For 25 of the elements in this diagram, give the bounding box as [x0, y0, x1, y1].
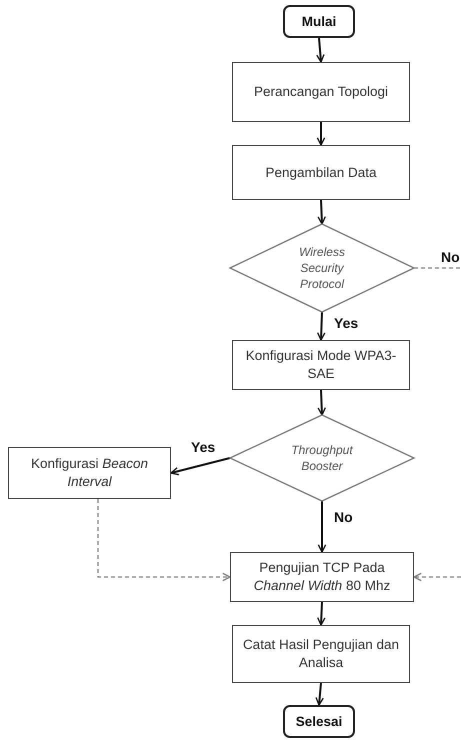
decision-diamond: Throughput Booster — [230, 415, 414, 501]
decision-diamond: Wireless Security Protocol — [230, 224, 414, 312]
process-box: Catat Hasil Pengujian dan Analisa — [232, 625, 410, 683]
arrow — [316, 312, 326, 341]
arrow — [317, 390, 326, 416]
arrow — [316, 122, 326, 146]
dashed-arrow — [97, 499, 231, 582]
edge-label: Yes — [190, 440, 216, 456]
process-box: Pengambilan Data — [232, 145, 410, 200]
edge-label: No — [333, 510, 354, 526]
process-box: Konfigurasi Beacon Interval — [8, 447, 171, 499]
edge-label: Yes — [333, 316, 360, 332]
edge-label: No — [440, 250, 461, 266]
terminal-box: Mulai — [283, 5, 355, 38]
arrow — [170, 457, 230, 476]
arrow — [317, 200, 326, 225]
process-box: Perancangan Topologi — [232, 62, 410, 122]
arrow — [317, 602, 326, 626]
arrow — [318, 501, 326, 553]
arrow — [315, 682, 324, 706]
terminal-box: Selesai — [283, 705, 355, 738]
process-box: Konfigurasi Mode WPA3-SAE — [232, 340, 410, 390]
arrow — [316, 38, 325, 63]
dashed-arrow — [413, 572, 461, 582]
process-box: Pengujian TCP Pada Channel Width 80 Mhz — [230, 552, 414, 602]
